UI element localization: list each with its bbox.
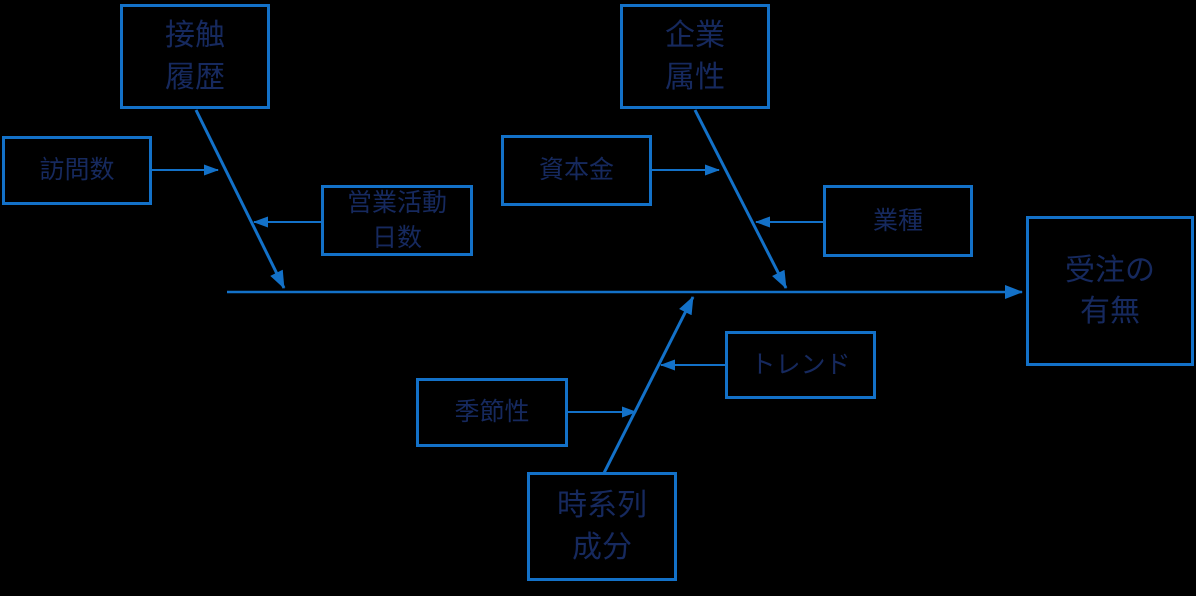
- node-company-attributes-line2: 属性: [665, 60, 725, 94]
- node-seasonality-label: 季節性: [454, 398, 530, 427]
- node-capital-label: 資本金: [538, 156, 614, 185]
- node-contact-history-line1: 接触: [165, 19, 225, 53]
- node-seasonality: 季節性: [416, 378, 568, 447]
- node-visits: 訪問数: [2, 136, 152, 205]
- node-sales-activity-days: 営業活動 日数: [321, 185, 473, 256]
- branch-company-attributes: [693, 109, 788, 289]
- node-contact-history: 接触 履歴: [120, 4, 270, 109]
- node-contact-history-line2: 履歴: [165, 60, 225, 94]
- node-visits-label: 訪問数: [39, 156, 115, 185]
- node-time-series-line1: 時系列: [557, 489, 647, 523]
- node-capital: 資本金: [501, 135, 652, 206]
- node-effect-line1: 受注の: [1065, 253, 1155, 287]
- node-sales-activity-days-line2: 日数: [371, 223, 422, 252]
- node-trend: トレンド: [725, 331, 876, 399]
- node-company-attributes-line1: 企業: [665, 19, 725, 53]
- node-trend-label: トレンド: [750, 350, 851, 379]
- node-effect-order-outcome: 受注の 有無: [1026, 216, 1194, 366]
- branch-contact-history: [194, 109, 286, 289]
- node-company-attributes: 企業 属性: [620, 4, 770, 109]
- branch-time-series-components: [602, 296, 695, 474]
- node-effect-line2: 有無: [1080, 295, 1140, 328]
- node-industry-label: 業種: [872, 206, 923, 235]
- node-sales-activity-days-line1: 営業活動: [346, 189, 447, 217]
- node-industry: 業種: [823, 185, 973, 257]
- node-time-series-line2: 成分: [572, 530, 632, 564]
- node-time-series-components: 時系列 成分: [527, 472, 677, 581]
